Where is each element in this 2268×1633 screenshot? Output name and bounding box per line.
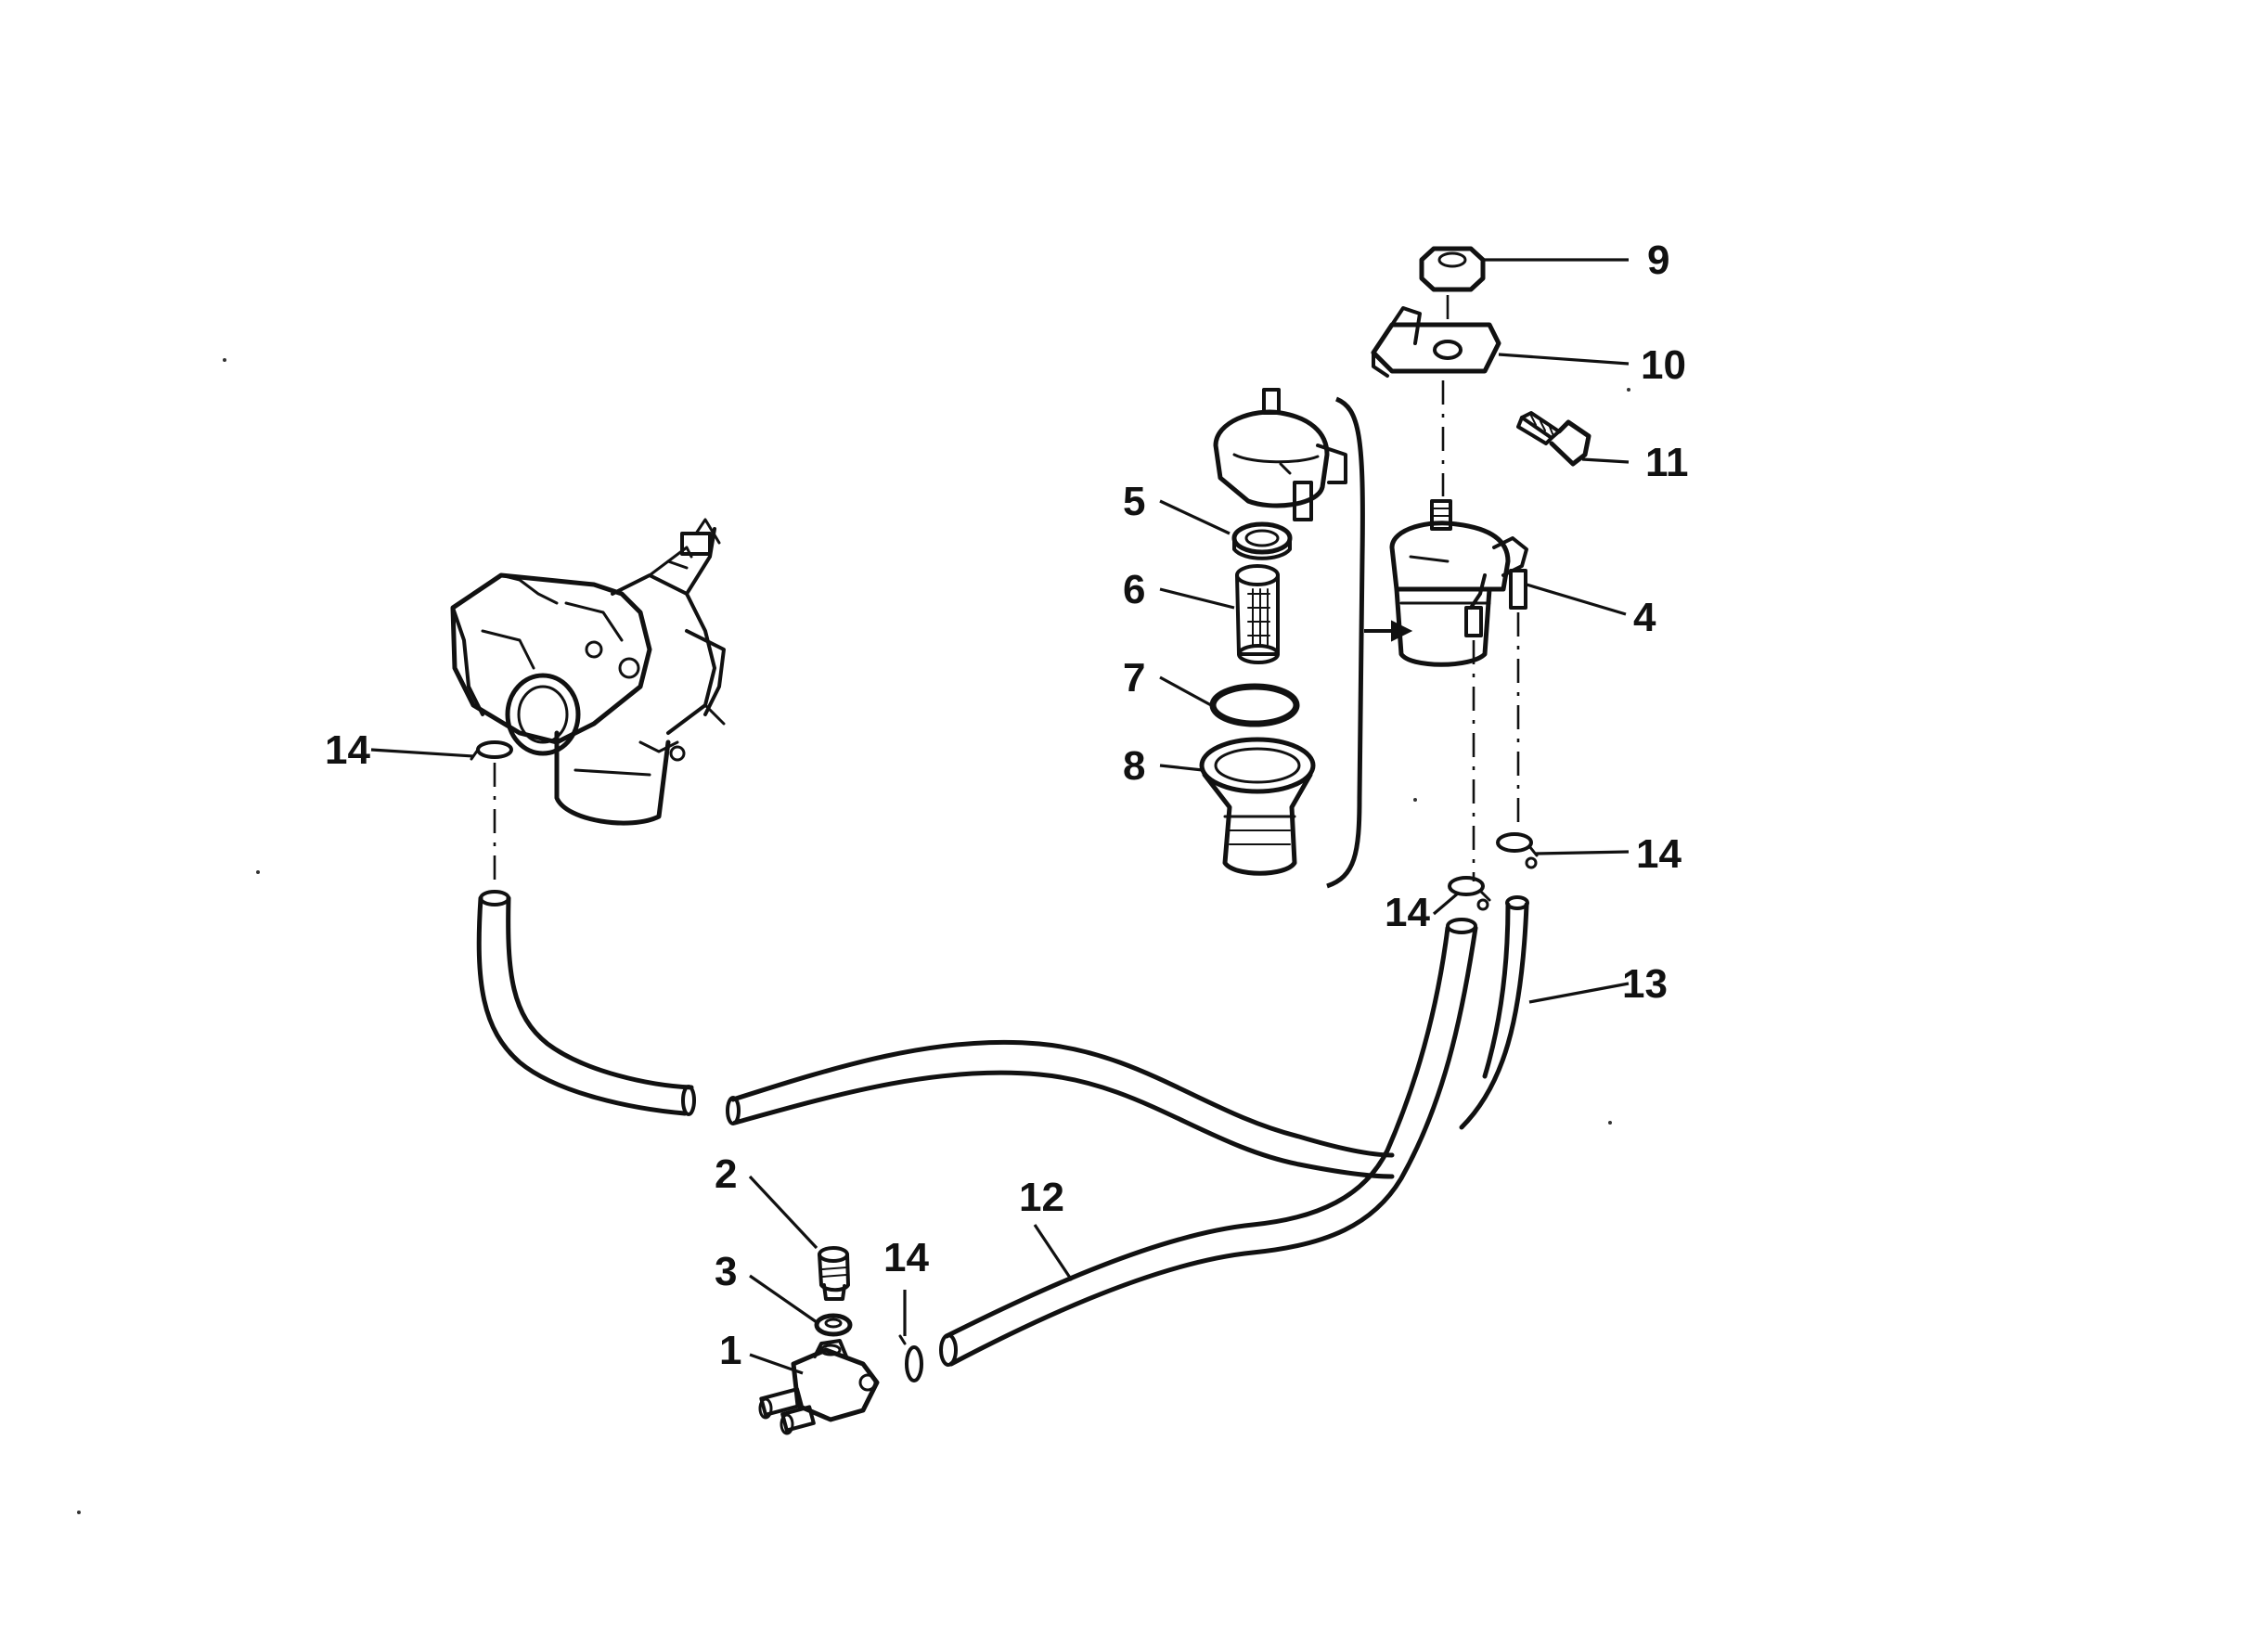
callout-10: 10	[1641, 342, 1686, 388]
hose-middle	[726, 1039, 1395, 1179]
hose-12	[939, 918, 1478, 1367]
filter-bowl-8	[1199, 737, 1316, 876]
callout-14-carburetor: 14	[325, 727, 370, 773]
clip-carburetor	[470, 740, 513, 761]
carburetor	[450, 518, 726, 826]
bracket-10	[1371, 306, 1501, 378]
nut-9	[1419, 246, 1486, 292]
callout-12: 12	[1019, 1175, 1064, 1220]
leader-lines	[370, 258, 1630, 1375]
callout-9: 9	[1647, 238, 1669, 283]
gasket-5	[1231, 521, 1293, 560]
callout-4: 4	[1633, 595, 1656, 640]
clip-filter-left	[1448, 876, 1491, 911]
o-ring-7	[1209, 683, 1300, 727]
clip-connector	[898, 1334, 923, 1382]
callout-5: 5	[1123, 479, 1145, 524]
callout-14-filter-left: 14	[1385, 890, 1430, 935]
fuel-connector-1	[758, 1339, 880, 1435]
filter-head-exploded	[1213, 388, 1347, 521]
callout-8: 8	[1123, 743, 1145, 789]
callout-7: 7	[1123, 655, 1145, 701]
scan-specks	[77, 358, 1630, 1514]
callout-14-filter-right: 14	[1636, 831, 1682, 877]
clip-filter-right	[1496, 832, 1539, 869]
callout-1: 1	[719, 1328, 741, 1373]
washer-3	[814, 1313, 853, 1337]
callout-3: 3	[715, 1249, 737, 1294]
fuel-filter-assembly-4	[1389, 499, 1528, 667]
callout-14-connector: 14	[883, 1235, 929, 1280]
filter-screen-6	[1235, 564, 1280, 664]
callout-6: 6	[1123, 567, 1145, 612]
hose-carburetor	[476, 890, 696, 1116]
assembly-bracket	[1326, 396, 1413, 889]
callout-11: 11	[1645, 440, 1689, 485]
screw-2	[818, 1246, 850, 1301]
bolt-11	[1516, 411, 1591, 467]
callout-13: 13	[1622, 961, 1668, 1007]
callout-2: 2	[715, 1151, 737, 1197]
hose-13	[1459, 895, 1529, 1130]
